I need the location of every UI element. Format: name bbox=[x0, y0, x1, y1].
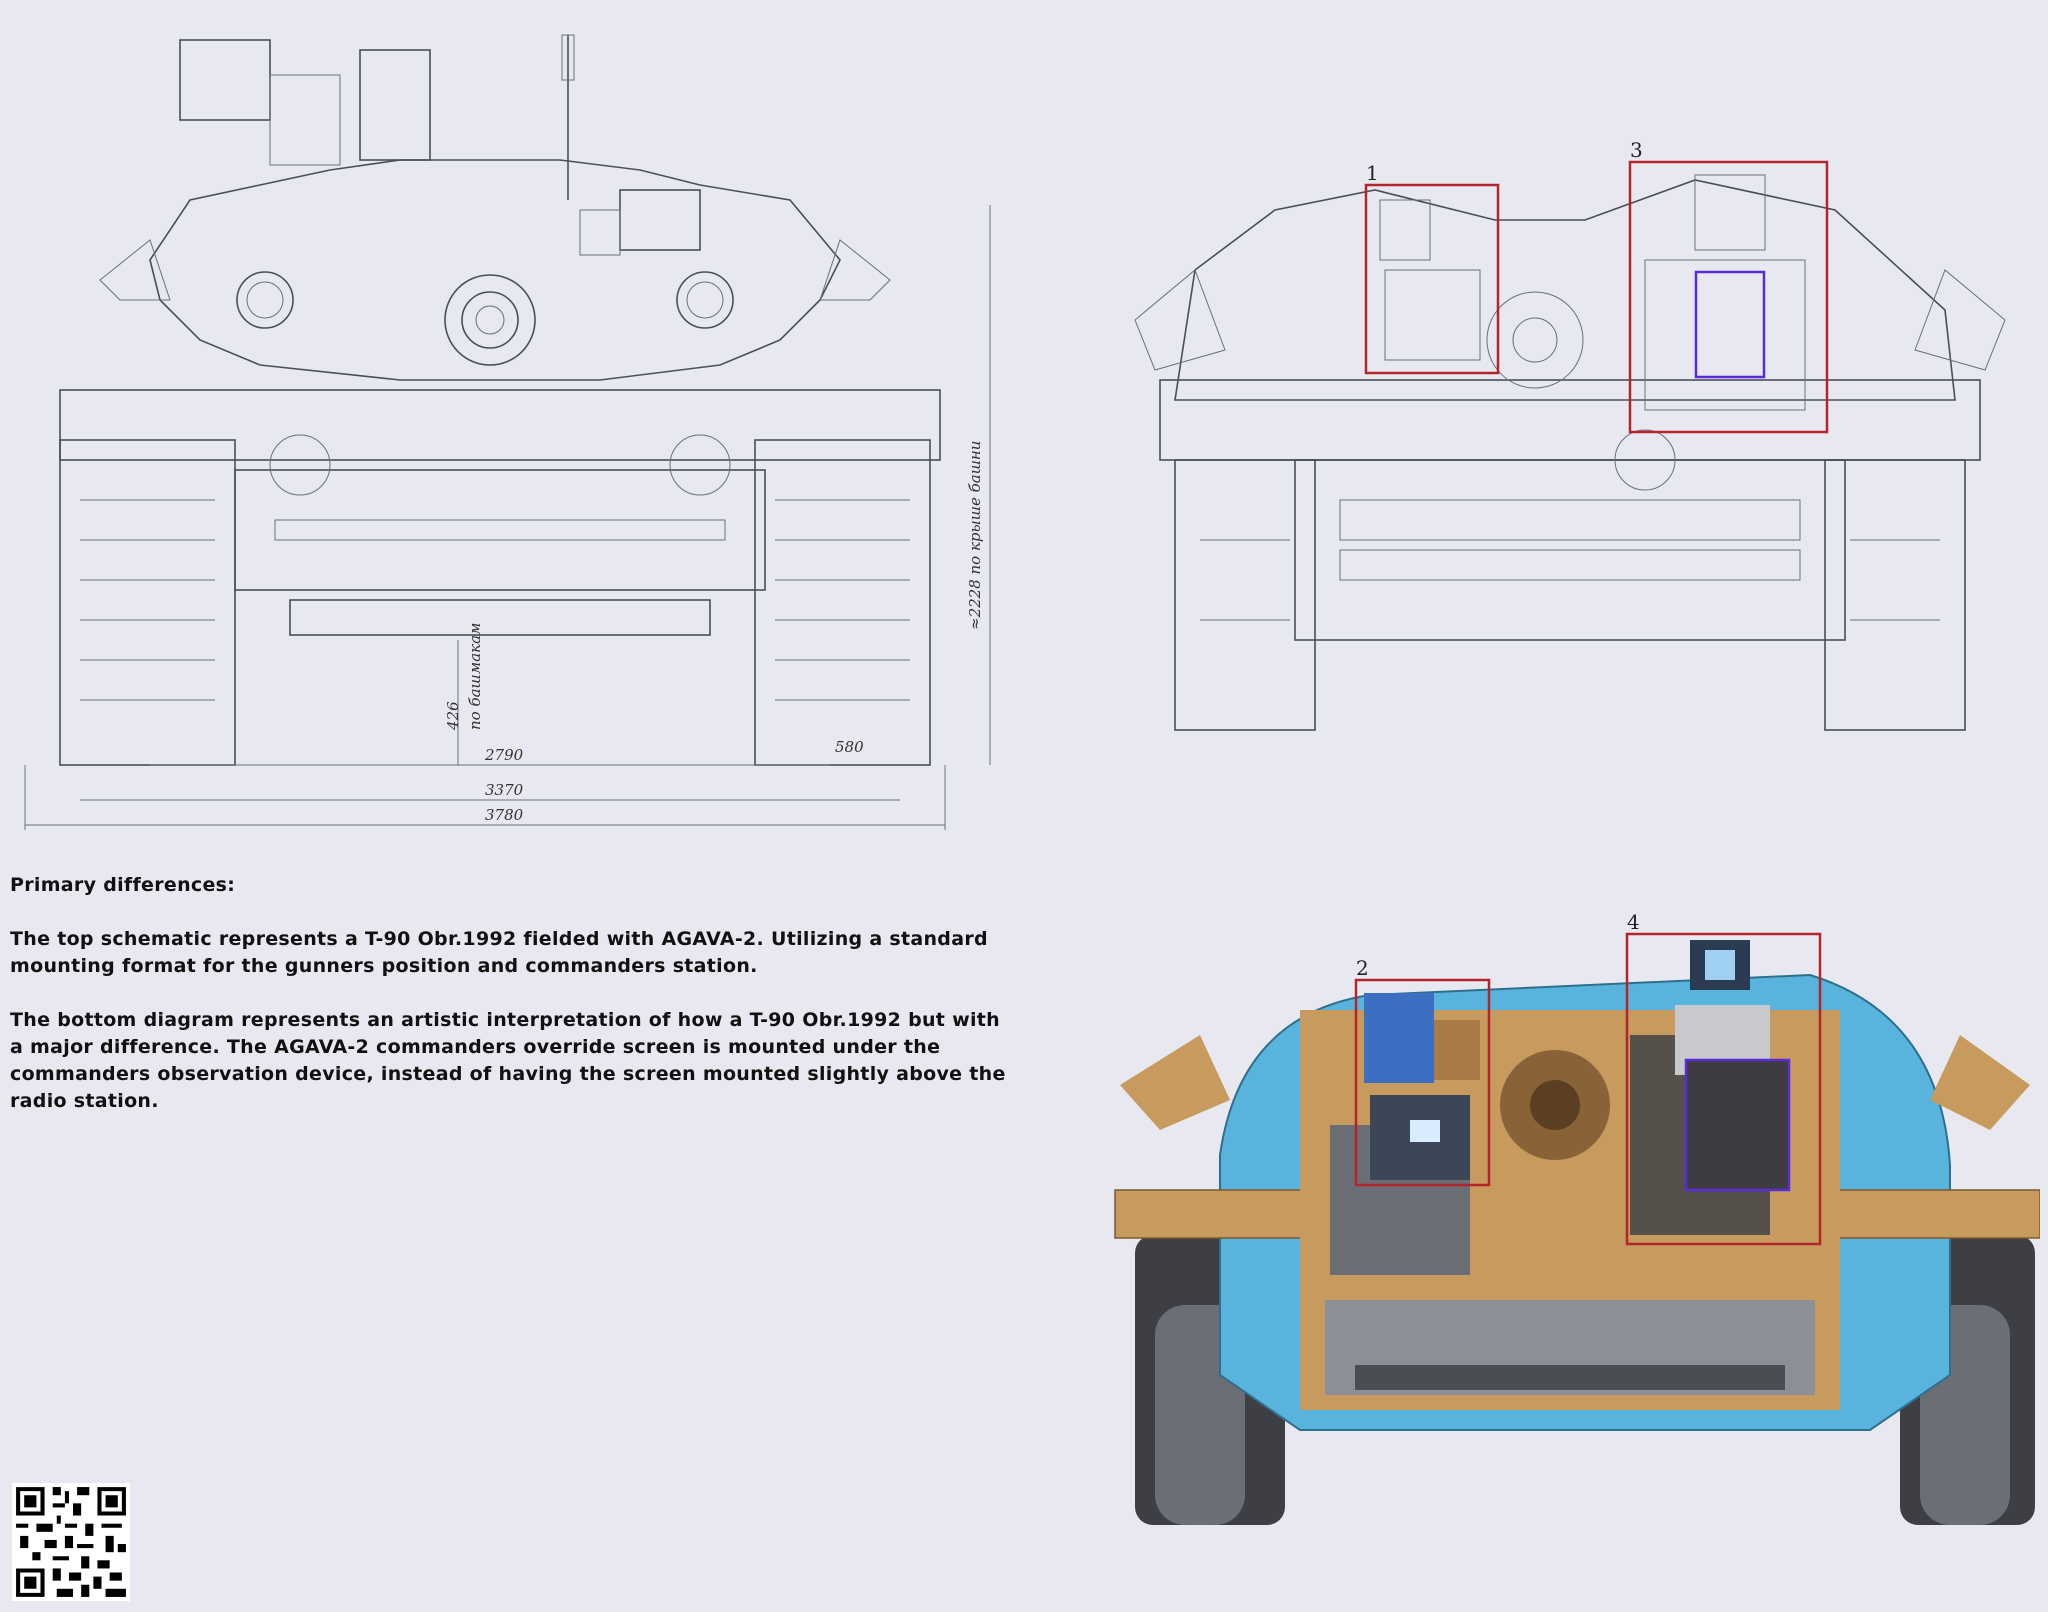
section-schematic: 1 3 bbox=[1134, 138, 2006, 731]
notes-block: Primary differences: The top schematic r… bbox=[10, 872, 1010, 1142]
override-screen-highlight-top bbox=[1694, 270, 1766, 379]
callout-label-4: 4 bbox=[1627, 910, 1640, 934]
cutaway-illustration: 2 4 bbox=[1114, 910, 2040, 1525]
dim-hull-width: 3370 bbox=[485, 781, 524, 799]
section-outline bbox=[1134, 179, 2006, 731]
override-screen-highlight-bottom bbox=[1684, 1058, 1791, 1192]
dim-ground: 426 bbox=[444, 701, 462, 731]
callout-box-1: 1 bbox=[1364, 161, 1500, 375]
callout-box-3: 3 bbox=[1628, 138, 1829, 434]
notes-paragraph-1: The top schematic represents a T-90 Obr.… bbox=[10, 928, 988, 977]
track-left bbox=[59, 439, 236, 766]
dimension-lines bbox=[24, 205, 991, 830]
notes-heading: Primary differences: bbox=[10, 874, 236, 896]
hull-outline bbox=[59, 389, 941, 636]
qr-code-icon bbox=[12, 1483, 130, 1601]
dim-overall-width: 3780 bbox=[485, 806, 524, 824]
turret-outline bbox=[99, 34, 891, 381]
callout-label-3: 3 bbox=[1630, 138, 1643, 162]
dim-height: ≈2228 по крыше башни bbox=[966, 441, 984, 630]
front-view-schematic: 3780 3370 2790 580 426 по башмакам ≈2228… bbox=[24, 34, 991, 830]
dim-track-center: 2790 bbox=[484, 746, 524, 764]
interior bbox=[1300, 1010, 1840, 1410]
callout-box-4: 4 bbox=[1625, 910, 1822, 1246]
track-right bbox=[754, 439, 931, 766]
dim-track-width: 580 bbox=[835, 738, 864, 756]
dim-ground-note: по башмакам bbox=[466, 623, 484, 730]
callout-label-2: 2 bbox=[1356, 956, 1369, 980]
notes-paragraph-2: The bottom diagram represents an artisti… bbox=[10, 1009, 1006, 1112]
callout-box-2: 2 bbox=[1354, 956, 1491, 1187]
callout-label-1: 1 bbox=[1366, 161, 1379, 185]
